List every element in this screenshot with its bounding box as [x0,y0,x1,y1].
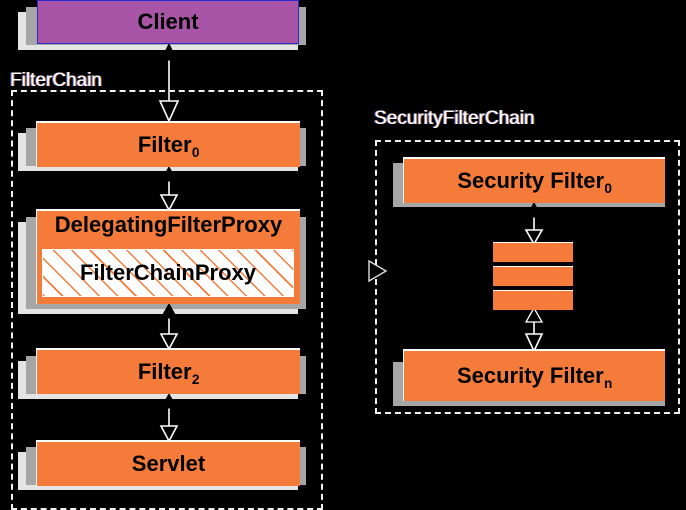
node-filter2[interactable]: Filter2 [36,348,300,394]
connector-ellipsis-securityfiltern [521,308,547,352]
node-delegatingfilterproxy-label: DelegatingFilterProxy [54,212,283,237]
filterchain-group-label: FilterChain [10,70,102,91]
node-filter0-label: Filter0 [137,132,200,160]
node-security-filter0[interactable]: Security Filter0 [403,157,665,203]
connector-securityfilter0-ellipsis [521,203,547,245]
node-servlet-label: Servlet [131,451,206,476]
node-servlet[interactable]: Servlet [36,440,300,486]
ellipsis-bar-3 [493,290,573,310]
node-client[interactable]: Client [37,0,299,44]
connector-client-filter0 [156,44,182,122]
node-filter2-label: Filter2 [137,359,200,387]
securityfilterchain-group-label: SecurityFilterChain [374,108,535,129]
node-filterchainproxy[interactable]: FilterChainProxy [42,249,294,297]
connector-filter2-servlet [156,394,182,442]
node-filterchainproxy-label: FilterChainProxy [79,260,257,285]
ellipsis-bar-2 [493,266,573,286]
node-filter0[interactable]: Filter0 [36,121,300,167]
node-security-filter0-label: Security Filter0 [457,168,612,196]
ellipsis-bar-1 [493,242,573,262]
connector-arrow-to-securityfilterchain [366,258,388,284]
node-security-filtern-label: Security Filtern [456,363,613,391]
node-security-filtern[interactable]: Security Filtern [403,349,665,401]
connector-filter0-dfp [156,167,182,211]
connector-dfp-filter2 [156,304,182,350]
node-client-label: Client [137,9,199,34]
